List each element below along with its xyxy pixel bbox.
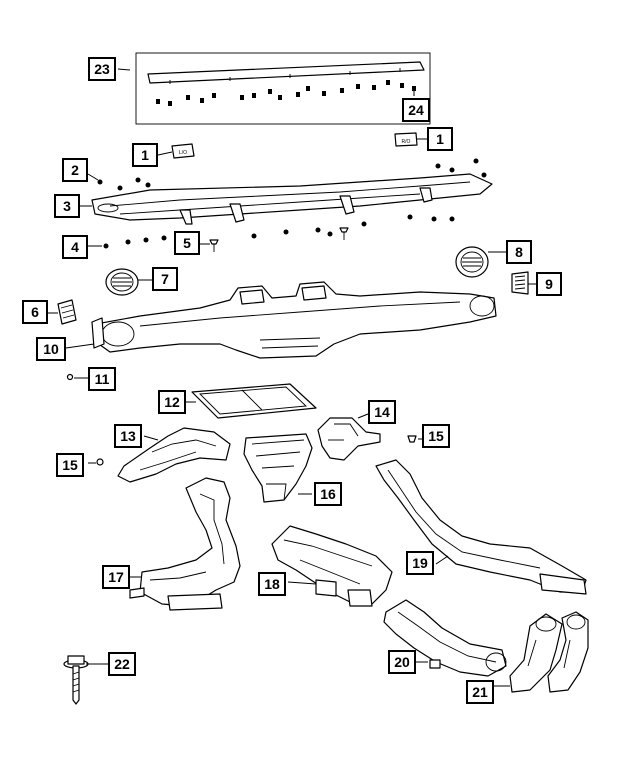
callout-1-right: 1	[427, 127, 453, 151]
callout-1-left: 1	[132, 143, 158, 167]
callout-16: 16	[314, 482, 342, 506]
callout-21: 21	[466, 680, 494, 704]
part-19-rear-duct	[375, 459, 587, 595]
part-14-duct	[317, 417, 381, 461]
callout-13: 13	[114, 424, 142, 448]
part-23-frame	[135, 52, 431, 125]
callout-15-right: 15	[422, 424, 450, 448]
part-3-carrier	[91, 173, 493, 225]
part-1-right-vent: R/O	[394, 132, 418, 147]
part-15-clips	[96, 435, 417, 466]
callout-15-left: 15	[56, 453, 84, 477]
callout-11: 11	[88, 367, 116, 391]
callout-19: 19	[406, 551, 434, 575]
callout-4: 4	[62, 235, 88, 259]
callout-5: 5	[174, 231, 200, 255]
callout-6: 6	[22, 300, 48, 324]
callout-2: 2	[62, 158, 88, 182]
callout-23: 23	[88, 57, 116, 81]
callout-12: 12	[158, 390, 186, 414]
callout-22: 22	[108, 652, 136, 676]
part-17-rear-duct	[129, 477, 241, 611]
callout-9: 9	[536, 272, 562, 296]
left-vent-label: L/O	[179, 150, 187, 156]
part-6-side-vent	[57, 299, 77, 325]
callout-7: 7	[152, 267, 178, 291]
callout-10: 10	[36, 337, 66, 361]
part-9-side-vent	[511, 271, 529, 295]
callout-14: 14	[368, 400, 396, 424]
part-20-duct	[383, 599, 507, 677]
callout-24: 24	[402, 98, 430, 122]
callout-18: 18	[258, 572, 286, 596]
part-22-bolt	[63, 655, 89, 705]
callout-20: 20	[388, 650, 416, 674]
part-1-left-vent: L/O	[171, 143, 195, 159]
part-13-duct	[117, 427, 231, 483]
callout-8: 8	[506, 240, 532, 264]
part-2-clips	[97, 158, 487, 191]
part-21-duct-pair	[509, 611, 589, 693]
part-8-round-vent	[455, 246, 489, 278]
part-11-screw	[66, 373, 74, 381]
right-vent-label: R/O	[402, 139, 411, 145]
part-4-nuts	[103, 214, 455, 249]
callout-3: 3	[54, 194, 80, 218]
part-12-filter	[191, 383, 317, 419]
part-18-console-duct	[271, 525, 393, 607]
part-10-main-duct	[91, 281, 497, 359]
part-5-screws	[209, 227, 349, 252]
part-16-center-duct	[243, 433, 313, 503]
part-7-round-vent	[105, 268, 139, 296]
callout-17: 17	[102, 565, 130, 589]
part-23-trim-strip	[135, 52, 431, 125]
